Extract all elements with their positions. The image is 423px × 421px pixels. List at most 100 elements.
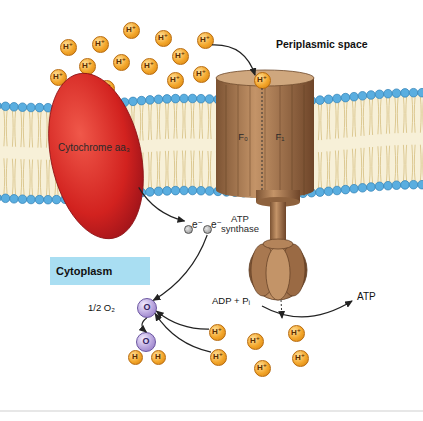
lipid-head (171, 186, 180, 195)
f1-subunit (266, 246, 290, 300)
lipid-tail (6, 158, 8, 194)
electron: e⁻ (184, 221, 204, 235)
synthase-label: F₁ (269, 132, 291, 142)
proton-circle: H⁺ (155, 30, 172, 47)
proton-label: H⁺ (124, 23, 139, 38)
proton-exit-dashed (281, 300, 282, 318)
lipid-tail (184, 103, 186, 139)
lipid-tail (414, 97, 416, 133)
lipid-tail (190, 103, 192, 139)
reactant-label: ADP + Pᵢ (212, 295, 250, 306)
lipid-tail (165, 151, 167, 187)
atom-label: O (137, 333, 155, 351)
lipid-head (10, 195, 19, 204)
lipid-tail (201, 103, 203, 139)
lipid-tail (420, 145, 422, 181)
lipid-tail (422, 145, 423, 181)
lipid-tail (173, 151, 175, 187)
lipid-tail (363, 148, 365, 184)
proton-circle: H⁺ (288, 325, 305, 342)
lipid-head (401, 89, 410, 98)
lipid-tail (176, 151, 178, 187)
lipid-tail (388, 98, 390, 134)
lipid-head (35, 103, 44, 112)
electron-dot (184, 225, 193, 234)
reaction-arrow (153, 235, 207, 300)
cytochrome-body (35, 64, 158, 247)
proton-circle: H⁺ (209, 324, 226, 341)
lipid-head (350, 92, 359, 101)
lipid-head (1, 194, 10, 203)
lipid-tail (46, 160, 48, 196)
lipid-tail (329, 151, 331, 187)
lipid-head (316, 96, 325, 105)
lipid-head (171, 94, 180, 103)
cytochrome-shape (44, 70, 148, 242)
lipid-head (324, 95, 333, 104)
lipid-tail (40, 160, 42, 196)
lipid-tail (199, 151, 201, 187)
proton-circle: H⁺ (292, 350, 309, 367)
proton-path-dashed (262, 88, 263, 190)
proton-circle: H⁺ (172, 48, 189, 65)
lipid-tail (176, 103, 178, 139)
lipid-tail (414, 145, 416, 181)
reaction-arrow (155, 314, 211, 353)
proton-label: H⁺ (255, 361, 270, 376)
proton-label: H⁺ (93, 37, 108, 52)
proton-label: H⁺ (51, 70, 66, 85)
lipid-tail (46, 112, 48, 148)
proton-label: H⁺ (114, 55, 129, 70)
lipid-tail (193, 103, 195, 139)
fo-ridge (250, 85, 251, 196)
lipid-head (375, 182, 384, 191)
lipid-tail (210, 151, 212, 187)
lipid-head (0, 102, 1, 111)
lipid-tail (182, 151, 184, 187)
lipid-tail (318, 104, 320, 140)
compartment-label: Cytoplasm (50, 257, 150, 285)
electron-label: e⁻ (192, 219, 203, 230)
compartment-label-box: Cytoplasm (50, 257, 150, 285)
lipid-tail (352, 149, 354, 185)
proton-label: H⁺ (80, 59, 95, 74)
lipid-tail (29, 111, 31, 147)
lipid-head (333, 94, 342, 103)
lipid-head (418, 180, 423, 189)
hydrogen-atom: H (128, 350, 143, 365)
lipid-head (341, 93, 350, 102)
lipid-tail (369, 99, 371, 135)
lipid-tail (377, 146, 379, 182)
lipid-tail (159, 151, 161, 187)
lipid-tail (320, 104, 322, 140)
reaction-arrow (157, 311, 210, 329)
reaction-arrow (142, 318, 147, 332)
lipid-tail (142, 105, 144, 141)
proton-circle: H⁺ (141, 58, 158, 75)
f1-cap (263, 239, 293, 249)
fo-ridge (292, 85, 293, 196)
lipid-tail (6, 110, 8, 146)
product-label: ATP (357, 291, 376, 302)
lipid-head (358, 184, 367, 193)
lipid-head (180, 186, 189, 195)
lipid-head (418, 88, 423, 97)
lipid-head (324, 187, 333, 196)
lipid-tail (193, 151, 195, 187)
fo-ridge (226, 85, 227, 196)
lipid-tail (335, 151, 337, 187)
lipid-tail (12, 159, 14, 195)
lipid-tail (405, 97, 407, 133)
lipid-tail (31, 111, 33, 147)
lipid-tail (360, 100, 362, 136)
lipid-tail (394, 97, 396, 133)
synthase-shape (212, 68, 322, 304)
lipid-tail (386, 146, 388, 182)
atom-label: H (129, 351, 142, 364)
lipid-head (384, 181, 393, 190)
lipid-head (163, 95, 172, 104)
lipid-tail (199, 103, 201, 139)
lipid-head (358, 92, 367, 101)
lipid-tail (139, 105, 141, 141)
lipid-tail (337, 151, 339, 187)
